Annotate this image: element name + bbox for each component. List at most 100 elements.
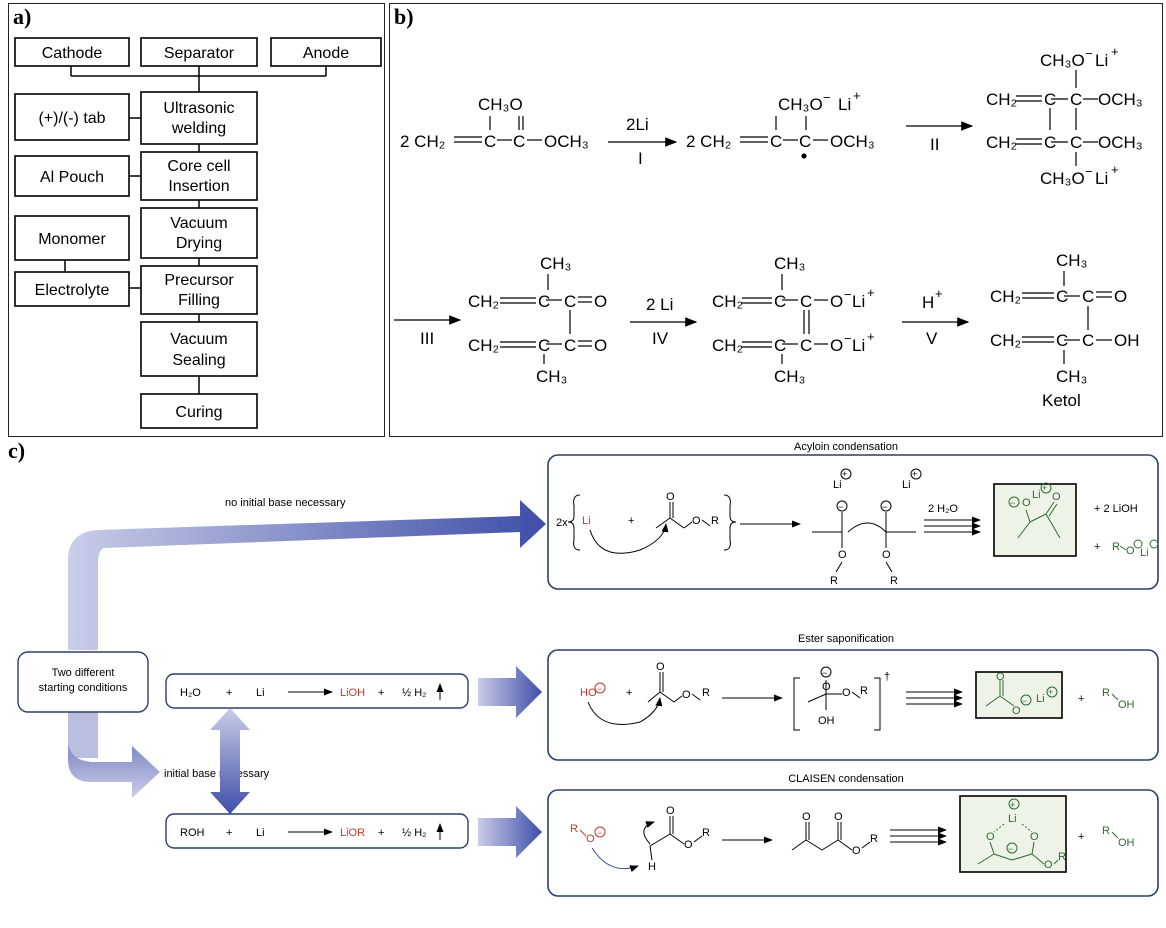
product-o1: O bbox=[1022, 497, 1031, 509]
sap-o2: O bbox=[682, 689, 691, 701]
coef-2ch2-1: 2 CH₂ bbox=[400, 132, 445, 151]
li-4: Li bbox=[852, 292, 865, 311]
svg-text:C: C bbox=[564, 292, 576, 311]
box-al-pouch: Al Pouch bbox=[40, 169, 104, 186]
ch3-4: CH₃ bbox=[774, 367, 805, 386]
acyloin-2x: 2x bbox=[556, 517, 568, 529]
sap-r1: R bbox=[702, 687, 710, 699]
svg-text:−: − bbox=[823, 90, 831, 105]
box-tab: (+)/(-) tab bbox=[38, 110, 105, 127]
eq-alc-li: Li bbox=[256, 827, 265, 839]
saponification-box bbox=[547, 649, 1159, 761]
title-saponification: Ester saponification bbox=[798, 633, 894, 645]
li-1: Li bbox=[838, 95, 851, 114]
alkoxide-li: Li bbox=[1140, 547, 1149, 559]
svg-text:+: + bbox=[853, 88, 861, 103]
svg-text:−: − bbox=[1085, 164, 1093, 179]
svg-text:C: C bbox=[1056, 331, 1068, 350]
eq-alc-lior: LiOR bbox=[340, 827, 365, 839]
coef-2ch2-2: 2 CH₂ bbox=[686, 132, 731, 151]
step-ultrasonic: Ultrasonic bbox=[163, 100, 234, 117]
reaction-scheme-b: 2 CH₂ C CH₃O C O CH₃ 2Li I 2 CH₂ C C CH₃ O… bbox=[394, 44, 1143, 410]
step-sealing: Sealing bbox=[172, 352, 225, 369]
svg-text:C: C bbox=[538, 292, 550, 311]
arrow-base bbox=[68, 698, 160, 798]
svg-text:O: O bbox=[594, 336, 607, 355]
svg-text:−: − bbox=[597, 684, 602, 694]
dimer-li1: Li bbox=[833, 479, 842, 491]
svg-text:−: − bbox=[844, 331, 852, 346]
cl-o3: O bbox=[684, 839, 693, 851]
eq-alcohol: ROH + Li LiOR + ½ H₂ bbox=[180, 823, 444, 840]
svg-text:−: − bbox=[882, 502, 887, 512]
svg-text:+: + bbox=[1048, 687, 1053, 697]
box-separator: Separator bbox=[164, 45, 235, 62]
ch2-8: CH₂ bbox=[990, 331, 1021, 350]
svg-text:+: + bbox=[935, 286, 943, 301]
sap-alcohol-oh: OH bbox=[1118, 699, 1135, 711]
ch2-7: CH₂ bbox=[990, 287, 1021, 306]
chelate-li: Li bbox=[1008, 813, 1017, 825]
reagent-2li-1: 2Li bbox=[626, 115, 649, 134]
dimer-r2: R bbox=[890, 575, 898, 587]
ch2-1: CH₂ bbox=[986, 90, 1017, 109]
svg-text:C: C bbox=[538, 336, 550, 355]
ch2-6: CH₂ bbox=[712, 336, 743, 355]
step-welding: welding bbox=[171, 120, 226, 137]
ch2-2: CH₂ bbox=[986, 133, 1017, 152]
eq-alc-plus1: + bbox=[226, 827, 232, 839]
eq-water-li: Li bbox=[256, 687, 265, 699]
title-acyloin: Acyloin condensation bbox=[794, 441, 898, 453]
svg-text:+: + bbox=[1078, 831, 1084, 843]
step-drying: Drying bbox=[176, 235, 222, 252]
svg-text:+: + bbox=[1042, 483, 1047, 493]
ch2-4: CH₂ bbox=[468, 336, 499, 355]
tet-o2: O bbox=[842, 687, 851, 699]
eq-alc-roh: ROH bbox=[180, 827, 205, 839]
alkoxide-o: O bbox=[1126, 545, 1135, 557]
li-3: Li bbox=[1095, 169, 1108, 188]
arrow-saponification bbox=[478, 666, 542, 718]
panel-a-label: a) bbox=[13, 4, 32, 29]
dimer-o2: O bbox=[882, 549, 891, 561]
step-IV: IV bbox=[652, 329, 669, 348]
reagent-2li-2: 2 Li bbox=[646, 295, 673, 314]
svg-text:+: + bbox=[1111, 44, 1119, 59]
svg-text:C: C bbox=[799, 132, 811, 151]
box-cathode: Cathode bbox=[42, 45, 103, 62]
sap-o1: O bbox=[656, 661, 665, 673]
svg-text:C: C bbox=[484, 132, 496, 151]
cl-r2: R bbox=[702, 827, 710, 839]
oh-1: OH bbox=[1114, 331, 1140, 350]
eq-water-lioh: LiOH bbox=[340, 687, 365, 699]
step-filling: Filling bbox=[178, 292, 220, 309]
tet-o1: O bbox=[822, 681, 831, 693]
panel-b-label: b) bbox=[394, 4, 414, 29]
acetate-o1: O bbox=[996, 671, 1005, 683]
svg-text:−: − bbox=[838, 502, 843, 512]
svg-text:+: + bbox=[912, 469, 917, 479]
ch2-3: CH₂ bbox=[468, 292, 499, 311]
svg-text:+: + bbox=[1078, 693, 1084, 705]
chelate-r: R bbox=[1058, 851, 1066, 863]
box-anode: Anode bbox=[303, 45, 349, 62]
step-I: I bbox=[638, 149, 643, 168]
acyloin-o1: O bbox=[666, 491, 675, 503]
acyloin-lioh: + 2 LiOH bbox=[1094, 503, 1138, 515]
ch2-5: CH₂ bbox=[712, 292, 743, 311]
step-II: II bbox=[930, 135, 939, 154]
reaction-scheme-c: Two different starting conditions no ini… bbox=[17, 441, 1159, 897]
no-base-label: no initial base necessary bbox=[225, 497, 346, 509]
ch3o-4: CH₃O bbox=[1040, 169, 1085, 188]
svg-text:C: C bbox=[1082, 287, 1094, 306]
eq-water-h2: ½ H₂ bbox=[402, 687, 426, 699]
tet-r: R bbox=[860, 685, 868, 697]
title-claisen: CLAISEN condensation bbox=[788, 773, 904, 785]
eq-water: H₂O + Li LiOH + ½ H₂ bbox=[180, 683, 444, 700]
svg-text:−: − bbox=[1022, 696, 1027, 706]
chelate-o1: O bbox=[986, 831, 995, 843]
arrow-no-base bbox=[68, 500, 546, 650]
ch3-6: CH₃ bbox=[1056, 367, 1087, 386]
svg-text:C: C bbox=[1070, 133, 1082, 152]
eq-water-plus1: + bbox=[226, 687, 232, 699]
